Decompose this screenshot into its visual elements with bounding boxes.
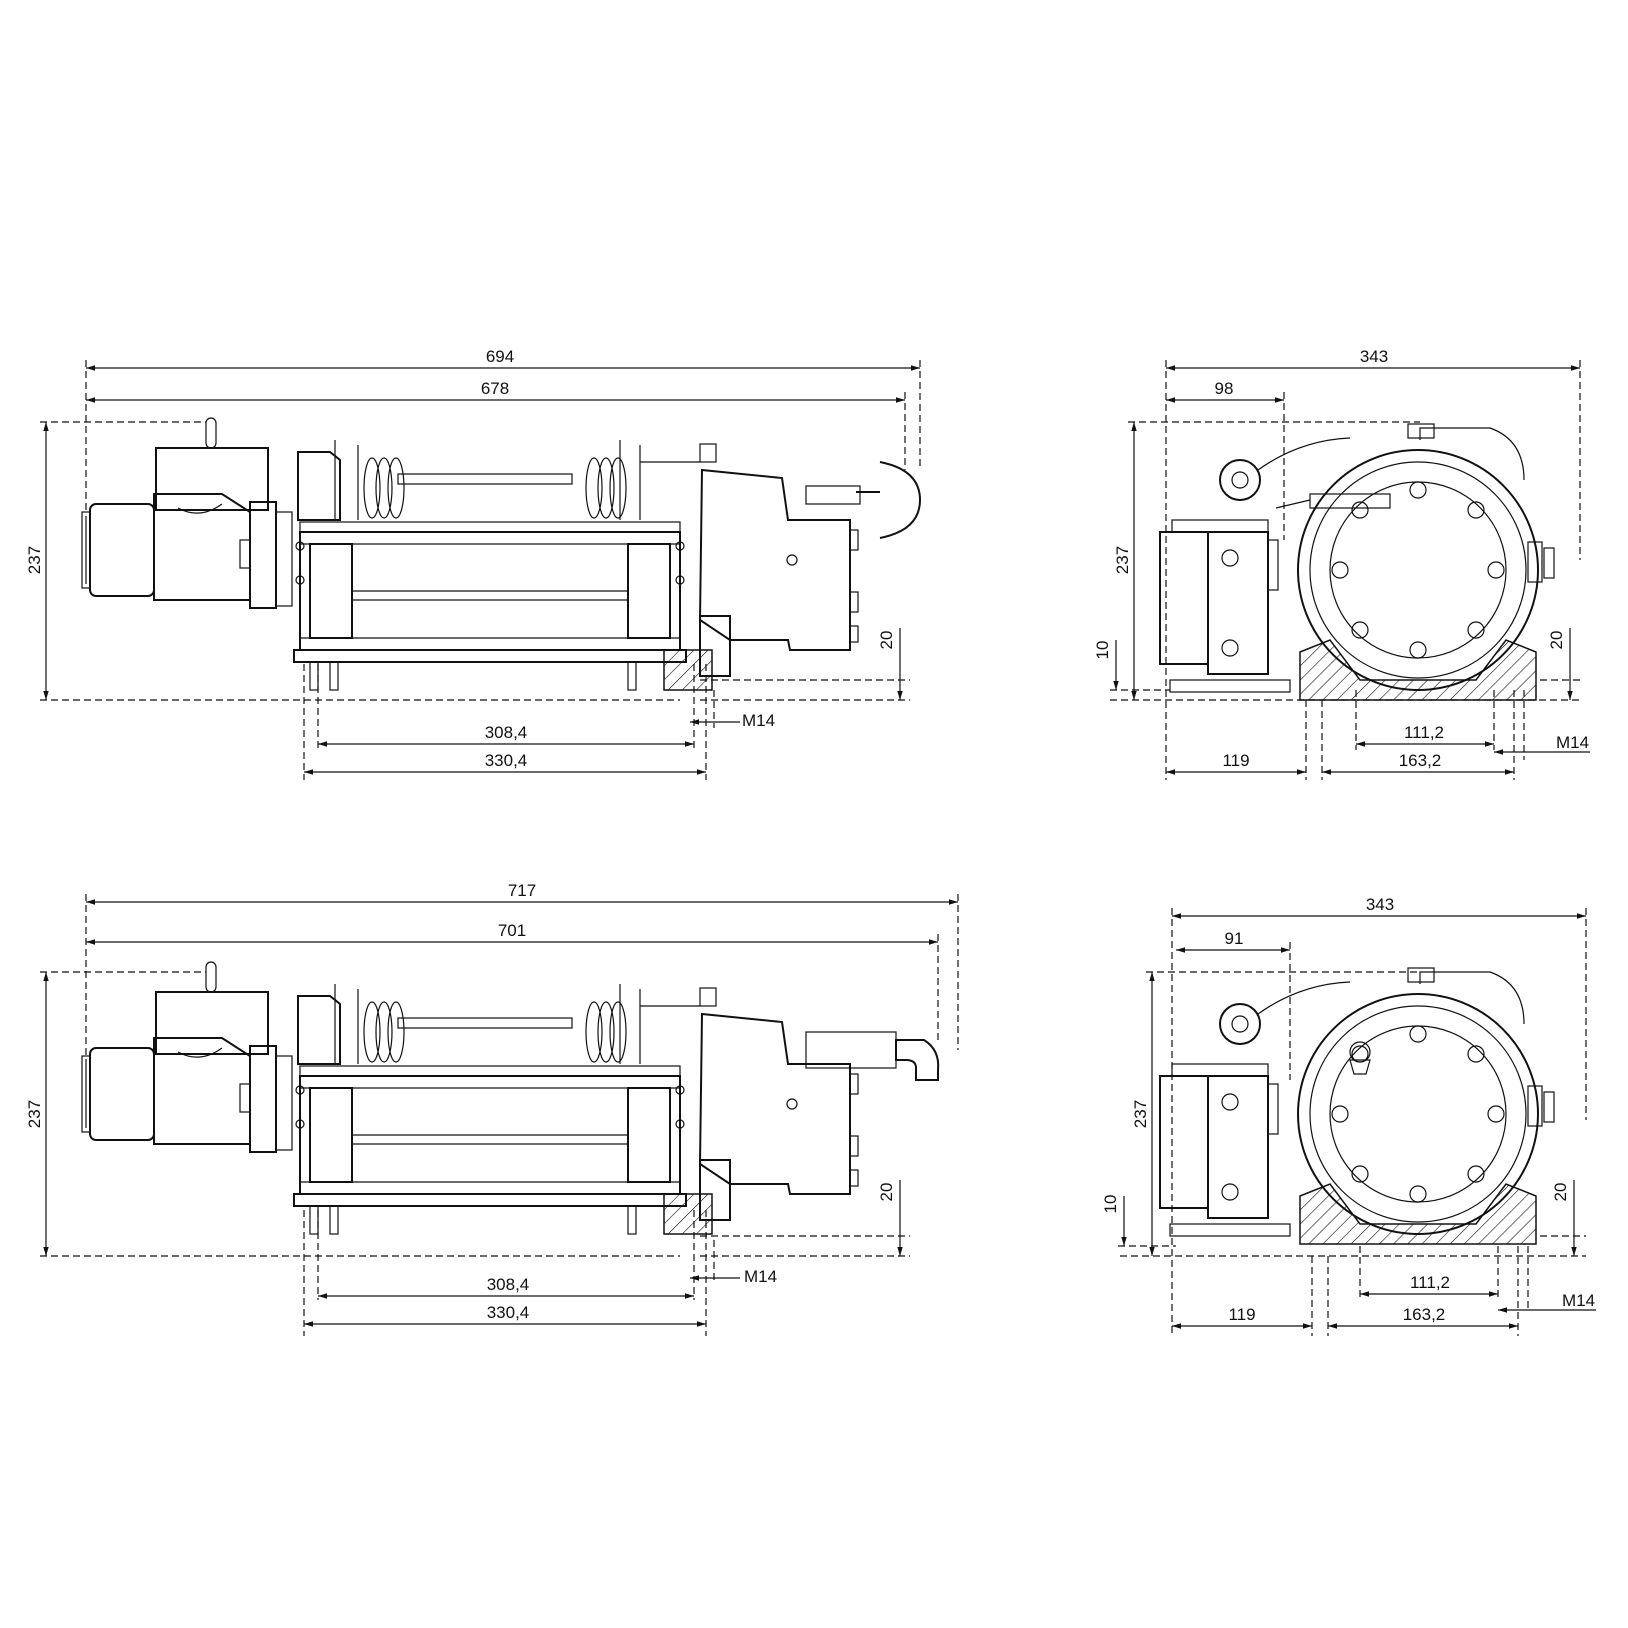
dim-hole-spacing-outer: 163,2 bbox=[1403, 1305, 1446, 1324]
dim-hole-spacing-outer: 163,2 bbox=[1399, 751, 1442, 770]
dim-width: 343 bbox=[1360, 347, 1388, 366]
dim-base-thickness: 10 bbox=[1101, 1195, 1120, 1214]
dim-height: 237 bbox=[25, 1100, 44, 1128]
dim-inner-length: 701 bbox=[498, 921, 526, 940]
dim-offset: 98 bbox=[1215, 379, 1234, 398]
dim-hole-spacing-inner: 111,2 bbox=[1410, 1273, 1450, 1292]
dim-foot-spacing-outer: 330,4 bbox=[487, 1303, 530, 1322]
dim-offset: 91 bbox=[1225, 929, 1244, 948]
dim-bolt: M14 bbox=[744, 1267, 777, 1286]
dim-foot-spacing-outer: 330,4 bbox=[485, 751, 528, 770]
side-view-bottom: 717 701 237 20 308,4 330,4 M14 bbox=[25, 881, 959, 1336]
dim-base-offset: 20 bbox=[877, 1183, 896, 1202]
dim-height: 237 bbox=[1131, 1100, 1150, 1128]
end-view-bottom: 343 91 237 10 20 119 111,2 163,2 M14 bbox=[1101, 895, 1596, 1336]
dim-foot-spacing-inner: 308,4 bbox=[487, 1275, 530, 1294]
dim-height: 237 bbox=[1113, 546, 1132, 574]
dim-overall-length: 717 bbox=[508, 881, 536, 900]
dim-base-thickness: 10 bbox=[1093, 641, 1112, 660]
dim-base-offset: 20 bbox=[1551, 1183, 1570, 1202]
dim-height: 237 bbox=[25, 546, 44, 574]
side-view-top: 694 678 237 20 308,4 330,4 M14 bbox=[25, 347, 922, 780]
dim-bolt: M14 bbox=[1556, 733, 1589, 752]
dim-bolt: M14 bbox=[1562, 1291, 1595, 1310]
dim-base-offset: 20 bbox=[1547, 631, 1566, 650]
dim-bolt: M14 bbox=[742, 711, 775, 730]
dim-left-foot: 119 bbox=[1222, 751, 1249, 770]
dim-left-foot: 119 bbox=[1228, 1305, 1255, 1324]
dim-width: 343 bbox=[1366, 895, 1394, 914]
dim-foot-spacing-inner: 308,4 bbox=[485, 723, 528, 742]
dim-overall-length: 694 bbox=[486, 347, 514, 366]
end-view-top: 343 98 237 10 20 119 111,2 163,2 M14 bbox=[1093, 347, 1590, 780]
dim-base-offset: 20 bbox=[877, 631, 896, 650]
dim-hole-spacing-inner: 111,2 bbox=[1404, 723, 1444, 742]
dim-inner-length: 678 bbox=[481, 379, 509, 398]
